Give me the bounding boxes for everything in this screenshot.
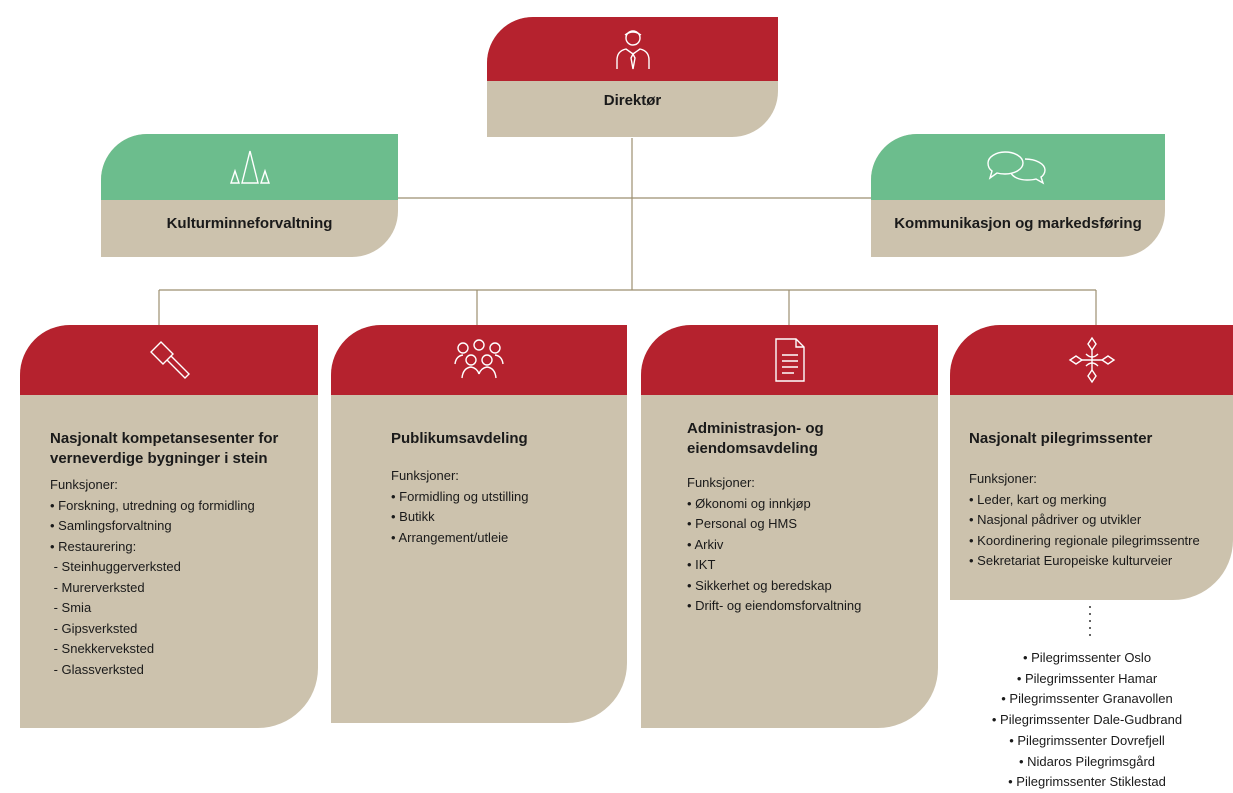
department-title-pilegrim: Nasjonalt pilegrimssenter <box>969 429 1152 449</box>
department-functions-stein: Funksjoner: • Forskning, utredning og fo… <box>50 475 255 680</box>
speech-bubbles-icon <box>987 151 1046 185</box>
department-functions-administrasjon: Funksjoner: • Økonomi og innkjøp • Perso… <box>687 473 861 617</box>
functions-label: Funksjoner: <box>969 471 1037 486</box>
department-title-administrasjon: Administrasjon- og eiendomsavdeling <box>687 419 824 459</box>
staff-title-kulturminne: Kulturminneforvaltning <box>166 215 333 232</box>
person-tie-icon <box>615 30 650 70</box>
department-title-line: Nasjonalt kompetansesenter for <box>50 430 279 447</box>
director-title: Direktør <box>603 92 662 109</box>
function-item: • Leder, kart og merking <box>969 491 1107 507</box>
spires-icon <box>229 150 270 184</box>
function-item: • Butikk <box>391 509 435 524</box>
department-title-line: eiendomsavdeling <box>687 440 818 457</box>
function-item: • Formidling og utstilling <box>391 488 529 504</box>
function-item: • Økonomi og innkjøp <box>687 495 811 511</box>
function-item: - Snekkerveksted <box>50 641 155 656</box>
function-item: • Drift- og eiendomsforvaltning <box>687 598 862 613</box>
department-box-administrasjon: Administrasjon- og eiendomsavdeling Funk… <box>641 325 938 728</box>
people-group-icon <box>454 339 504 379</box>
function-item: • Restaurering: <box>50 538 137 554</box>
functions-label: Funksjoner: <box>391 468 459 483</box>
regional-centres-list: • Pilegrimssenter Oslo • Pilegrimssenter… <box>960 648 1214 793</box>
function-item: • IKT <box>687 557 716 572</box>
staff-header-kommunikasjon <box>871 134 1165 200</box>
document-icon <box>774 338 805 382</box>
regional-centre-item: • Pilegrimssenter Oslo <box>1022 650 1152 665</box>
function-item: • Sikkerhet og beredskap <box>687 577 832 593</box>
function-item: • Nasjonal pådriver og utvikler <box>969 512 1142 527</box>
function-item: • Personal og HMS <box>687 516 798 531</box>
regional-centre-item: • Pilegrimssenter Hamar <box>1016 670 1158 686</box>
department-box-stein: Nasjonalt kompetansesenter for verneverd… <box>20 325 318 728</box>
department-header-publikum <box>331 325 627 395</box>
regional-centre-item: • Pilegrimssenter Dovrefjell <box>1009 732 1165 748</box>
functions-label: Funksjoner: <box>687 475 755 490</box>
department-header-pilegrim <box>950 325 1233 395</box>
function-item: - Smia <box>50 600 92 615</box>
department-title-line: Administrasjon- og <box>687 420 824 437</box>
regional-centre-item: • Pilegrimssenter Dale-Gudbrand <box>991 712 1183 728</box>
department-title-line: Nasjonalt pilegrimssenter <box>969 430 1153 447</box>
director-box: Direktør <box>487 17 778 137</box>
director-header <box>487 17 778 81</box>
department-functions-publikum: Funksjoner: • Formidling og utstilling •… <box>391 466 529 548</box>
department-header-administrasjon <box>641 325 938 395</box>
staff-box-kulturminne: Kulturminneforvaltning <box>101 134 398 257</box>
regional-centre-item: • Nidaros Pilegrimsgård <box>1018 753 1156 769</box>
staff-title-kommunikasjon: Kommunikasjon og markedsføring <box>894 215 1142 232</box>
department-functions-pilegrim: Funksjoner: • Leder, kart og merking • N… <box>969 469 1200 572</box>
function-item: - Steinhuggerverksted <box>50 559 181 574</box>
staff-box-kommunikasjon: Kommunikasjon og markedsføring <box>871 134 1165 257</box>
functions-label: Funksjoner: <box>50 477 118 492</box>
function-item: • Sekretariat Europeiske kulturveier <box>969 553 1173 568</box>
function-item: - Gipsverksted <box>50 620 138 636</box>
hammer-icon <box>150 341 190 379</box>
function-item: • Koordinering regionale pilegrimssentre <box>969 532 1200 548</box>
dotted-connector <box>1088 606 1092 641</box>
regional-centre-item: • Pilegrimssenter Stiklestad <box>1008 774 1166 790</box>
department-title-stein: Nasjonalt kompetansesenter for verneverd… <box>50 429 278 469</box>
staff-header-kulturminne <box>101 134 398 200</box>
department-box-publikum: Publikumsavdeling Funksjoner: • Formidli… <box>331 325 627 723</box>
function-item: • Forskning, utredning og formidling <box>50 497 255 513</box>
department-header-stein <box>20 325 318 395</box>
department-title-line: Publikumsavdeling <box>391 430 528 447</box>
department-title-publikum: Publikumsavdeling <box>391 429 528 449</box>
department-box-pilegrim: Nasjonalt pilegrimssenter Funksjoner: • … <box>950 325 1233 600</box>
regional-centre-item: • Pilegrimssenter Granavollen <box>1001 691 1173 707</box>
function-item: - Murerverksted <box>50 579 145 595</box>
pilgrim-cross-icon <box>1068 336 1115 384</box>
function-item: - Glassverksted <box>50 661 144 677</box>
function-item: • Arkiv <box>687 536 724 552</box>
function-item: • Samlingsforvaltning <box>50 518 172 533</box>
department-title-line: verneverdige bygninger i stein <box>50 450 268 467</box>
function-item: • Arrangement/utleie <box>391 529 509 545</box>
